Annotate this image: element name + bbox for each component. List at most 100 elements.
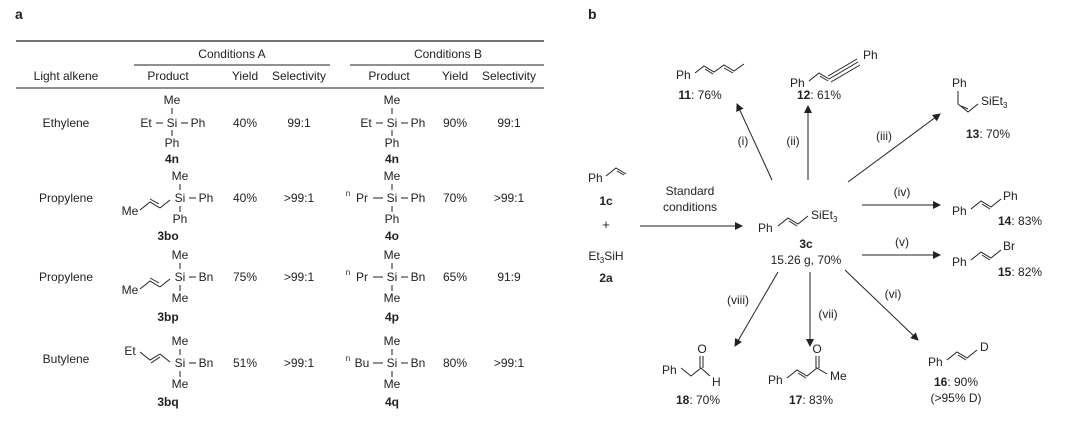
deuterium-note: (>95% D) <box>930 391 981 405</box>
svg-text:SiEt3: SiEt3 <box>981 94 1008 110</box>
svg-text:13: 70%: 13: 70% <box>966 127 1010 141</box>
plus-sign: + <box>602 217 610 232</box>
step-vii: (vii) <box>818 307 837 321</box>
svg-text:Me: Me <box>384 291 401 305</box>
compound-label: 4o <box>385 229 399 243</box>
svg-text:n: n <box>346 189 350 198</box>
svg-text:n: n <box>346 268 350 277</box>
selectivity-value: >99:1 <box>284 270 315 284</box>
compound-label: 14 <box>998 214 1012 228</box>
svg-text:Bn: Bn <box>199 356 214 370</box>
arrow-i <box>736 103 773 181</box>
compound-label: 4n <box>385 152 399 166</box>
svg-text:Ph: Ph <box>952 76 967 90</box>
svg-text:Si: Si <box>175 191 186 205</box>
svg-text:Bn: Bn <box>199 270 214 284</box>
step-iii: (iii) <box>876 129 892 143</box>
svg-text:Et3SiH: Et3SiH <box>588 249 623 265</box>
compound-label: 2a <box>599 271 613 285</box>
styrene-1c: Ph 1c <box>588 167 627 208</box>
svg-text:Si: Si <box>387 356 398 370</box>
product-18: Ph O H 18: 70% <box>662 342 721 407</box>
selectivity-value: 99:1 <box>287 116 311 130</box>
step-i: (i) <box>738 134 749 148</box>
arrow-viii <box>734 271 779 347</box>
header-product-b: Product <box>368 69 410 83</box>
svg-text:Ph: Ph <box>385 136 400 150</box>
compound-label: 3bq <box>157 395 178 409</box>
table-row: Butylene Et Me Si Bn Me 3bq 51% >99:1 Me <box>43 334 525 409</box>
svg-text:Ph: Ph <box>952 255 967 269</box>
yield-value: : 82% <box>1011 265 1042 279</box>
compound-label: 13 <box>966 127 980 141</box>
product-11: Ph 11: 76% <box>676 63 745 102</box>
yield-value: : 76% <box>691 88 722 102</box>
step-vi: (vi) <box>885 287 902 301</box>
header-light-alkene: Light alkene <box>34 69 99 83</box>
scale-yield: 15.26 g, 70% <box>771 253 842 267</box>
header-yield-a: Yield <box>232 69 258 83</box>
svg-text:Me: Me <box>172 248 189 262</box>
yield-value: : 70% <box>979 127 1010 141</box>
svg-text:Ph: Ph <box>952 204 967 218</box>
yield-value: 90% <box>443 116 467 130</box>
svg-text:Ph: Ph <box>928 355 943 369</box>
svg-text:Ph: Ph <box>790 76 805 90</box>
selectivity-value: >99:1 <box>494 356 525 370</box>
product-17: Ph O Me 17: 83% <box>768 342 847 407</box>
svg-text:O: O <box>697 342 706 356</box>
svg-text:Ph: Ph <box>863 48 878 62</box>
header-conditions-a: Conditions A <box>198 47 265 61</box>
product-structure: Me n Pr Si Bn Me 4p <box>346 248 426 324</box>
product-structure: Me Et Si Ph Ph 4n <box>140 93 205 166</box>
svg-text:Si: Si <box>387 270 398 284</box>
svg-text:Et: Et <box>140 116 152 130</box>
svg-text:Ph: Ph <box>173 212 188 226</box>
svg-text:Ph: Ph <box>676 68 691 82</box>
svg-text:Me: Me <box>172 169 189 183</box>
svg-text:Bu: Bu <box>355 356 370 370</box>
alkene-name: Butylene <box>43 352 90 366</box>
arrow-text-standard: Standard <box>666 184 715 198</box>
yield-value: : 90% <box>947 375 978 389</box>
yield-value: 65% <box>443 270 467 284</box>
svg-text:Me: Me <box>172 377 189 391</box>
selectivity-value: >99:1 <box>494 191 525 205</box>
arrow-vi <box>844 269 919 341</box>
svg-text:Pr: Pr <box>356 270 368 284</box>
panel-a-label: a <box>15 6 23 22</box>
svg-text:Me: Me <box>172 334 189 348</box>
yield-value: 40% <box>233 116 257 130</box>
svg-text:Me: Me <box>384 248 401 262</box>
svg-text:Et: Et <box>124 344 136 358</box>
compound-label: 4q <box>385 395 399 409</box>
selectivity-value: >99:1 <box>284 356 315 370</box>
svg-text:Ph: Ph <box>411 191 426 205</box>
product-structure: Me Et Si Ph Ph 4n <box>360 93 425 166</box>
product-structure: Me n Pr Si Ph Ph 4o <box>346 169 426 243</box>
vinylsilane-3c: Ph SiEt3 3c 15.26 g, 70% <box>758 208 842 267</box>
step-viii: (viii) <box>727 293 749 307</box>
svg-text:Ph: Ph <box>385 212 400 226</box>
svg-text:Me: Me <box>384 169 401 183</box>
compound-label: 4p <box>385 310 399 324</box>
panel-b-scheme: b Ph 1c + Et3SiH 2a Standard conditions … <box>580 0 1080 422</box>
product-structure: Me Me Si Bn Me 3bp <box>122 248 214 324</box>
yield-value: : 61% <box>810 88 841 102</box>
arrow-text-conditions: conditions <box>663 200 717 214</box>
selectivity-value: 91:9 <box>497 270 521 284</box>
product-structure: Me n Bu Si Bn Me 4q <box>346 334 426 409</box>
svg-text:12: 61%: 12: 61% <box>797 88 841 102</box>
triethylsilane-2a: Et3SiH 2a <box>588 249 623 285</box>
panel-a-table: a Conditions A Conditions B Light alkene… <box>15 6 544 409</box>
compound-label: 16 <box>934 375 948 389</box>
svg-text:Ph: Ph <box>588 171 603 185</box>
svg-text:Me: Me <box>384 93 401 107</box>
svg-text:SiEt3: SiEt3 <box>811 208 838 224</box>
svg-text:Br: Br <box>1003 239 1015 253</box>
svg-text:Ph: Ph <box>758 221 773 235</box>
svg-text:Bn: Bn <box>411 270 426 284</box>
compound-label: 11 <box>678 88 691 102</box>
svg-text:H: H <box>712 375 721 389</box>
table-row: Propylene Me Me Si Bn Me 3bp 75% >99:1 M… <box>39 248 521 324</box>
